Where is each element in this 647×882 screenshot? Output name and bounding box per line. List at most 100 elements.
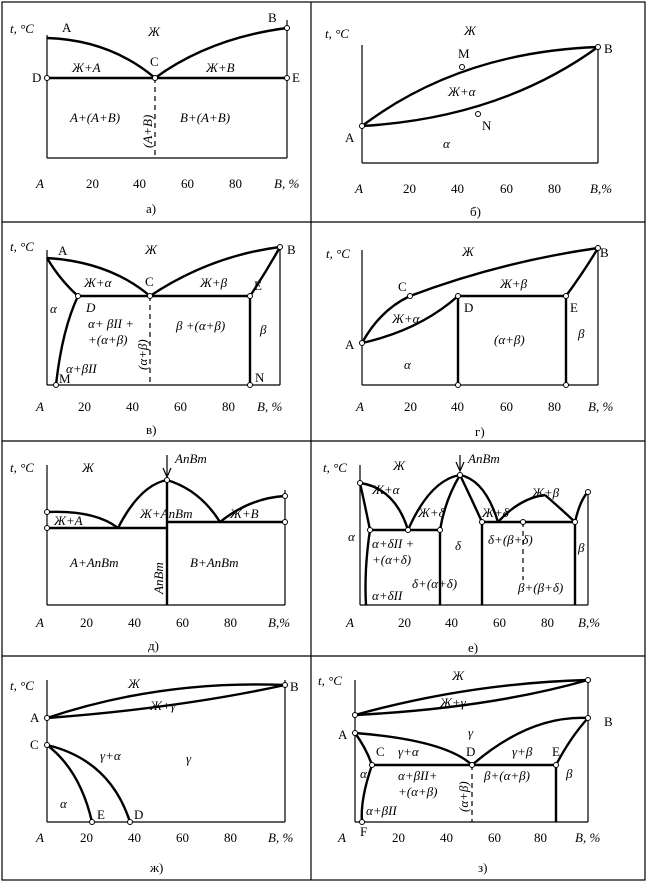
panel-g: t, °C Ж B C D E A Ж+β Ж+α α (α+β) β A 20… [326,244,613,439]
field-alpha: α [348,529,356,544]
svg-text:60: 60 [176,615,189,630]
point-B: B [268,10,277,25]
field-liquid: Ж [144,242,158,257]
y-axis-label: t, °C [10,239,34,254]
svg-text:20: 20 [80,830,93,845]
point-D: D [134,807,143,822]
field-c1: α+δII + [372,536,414,551]
field-beta: β [577,326,585,341]
field-two-phase: Ж+α [447,84,477,99]
caption: з) [478,860,487,875]
tick-40: 40 [133,176,146,191]
svg-text:20: 20 [392,830,405,845]
point-M: M [59,371,71,386]
field-liq-beta: Ж+β [199,275,228,290]
panel-b: t, °C Ж M N A B Ж+α α A 20 40 60 80 B,% … [325,23,613,219]
point-N: N [482,118,492,133]
field-liq-delta-1: Ж+δ [417,505,446,520]
y-axis-label: t, °C [326,246,350,261]
point-C: C [145,274,154,289]
svg-text:20: 20 [403,181,416,196]
point-C: C [30,737,39,752]
field-gamma: γ [468,725,474,740]
field-gamma-alpha: γ+α [398,744,420,759]
compound-label: AnBm [467,451,500,466]
svg-text:B,%: B,% [590,181,612,196]
field-alpha: α [50,301,58,316]
caption: б) [470,204,481,219]
field-liq-delta-2: Ж+δ [481,505,510,520]
svg-text:20: 20 [78,399,91,414]
point-B: B [600,245,609,260]
point-D: D [464,300,473,315]
field-gamma: γ [186,751,192,766]
solidus [361,46,599,128]
field-compound: AnBm [151,562,166,595]
svg-text:40: 40 [128,830,141,845]
field-liq-a: Ж+А [71,60,101,75]
svg-text:40: 40 [128,615,141,630]
caption: в) [146,422,156,437]
field-liq-alpha: Ж+α [83,275,113,290]
svg-text:B, %: B, % [257,399,282,414]
field-liquid: Ж [463,23,477,38]
field-delta: δ [455,538,462,553]
field-liquid: Ж [127,676,141,691]
field-liquid: Ж [461,244,475,259]
svg-text:60: 60 [488,830,501,845]
svg-text:B,%: B,% [268,615,290,630]
svg-text:20: 20 [398,615,411,630]
field-left: А+AnBm [69,555,118,570]
y-axis-label: t, °C [10,460,34,475]
field-mix: (α+β) [494,332,525,347]
panel-v: t, °C A B C D E M N Ж Ж+α Ж+β α α+ βII +… [10,239,296,437]
svg-text:B, %: B, % [588,399,613,414]
svg-text:A: A [35,399,44,414]
svg-text:80: 80 [224,615,237,630]
field-liq-a: Ж+А [53,513,83,528]
field-liq-b: Ж+В [229,506,259,521]
svg-text:A: A [337,830,346,845]
svg-text:40: 40 [440,830,453,845]
point-B: B [604,41,613,56]
liquidus-left [46,36,156,79]
field-right: В+(А+В) [180,110,230,125]
point-C: C [376,744,385,759]
tick-60: 60 [181,176,194,191]
solidus-left [361,295,459,345]
x-origin: A [35,176,44,191]
svg-text:A: A [35,615,44,630]
liquidus [361,45,599,127]
svg-text:40: 40 [451,399,464,414]
caption: д) [148,638,159,653]
field-secondary: α+βII [366,803,397,818]
caption: е) [468,640,478,655]
field-gamma-beta: γ+β [512,744,533,759]
field-eutectic: (α+β) [456,781,471,812]
panel-z: t, °C Ж Ж+γ γ A B C D E F γ+α γ+β α β α+… [318,668,613,875]
point-E: E [570,300,578,315]
point-D: D [85,300,96,315]
svg-text:60: 60 [500,399,513,414]
svg-text:80: 80 [541,615,554,630]
point-A: A [58,243,68,258]
field-gamma-alpha: γ+α [100,748,122,763]
svg-text:80: 80 [548,399,561,414]
field-left: А+(А+В) [69,110,120,125]
point-B: B [604,714,613,729]
point-E: E [254,278,262,293]
field-alpha: α [404,357,412,372]
svg-text:80: 80 [534,830,547,845]
svg-text:60: 60 [493,615,506,630]
field-two-phase: Ж+γ [149,698,177,713]
point-D: D [466,744,475,759]
field-m2: +(α+β) [398,784,438,799]
svg-text:80: 80 [548,181,561,196]
point-A: A [30,710,40,725]
field-c4: δ+(β+δ) [488,532,533,547]
caption: ж) [149,860,163,875]
field-alpha: α [443,136,451,151]
solidus-left [45,257,79,297]
field-liquid: Ж [451,668,465,683]
field-beta: β [577,540,585,555]
